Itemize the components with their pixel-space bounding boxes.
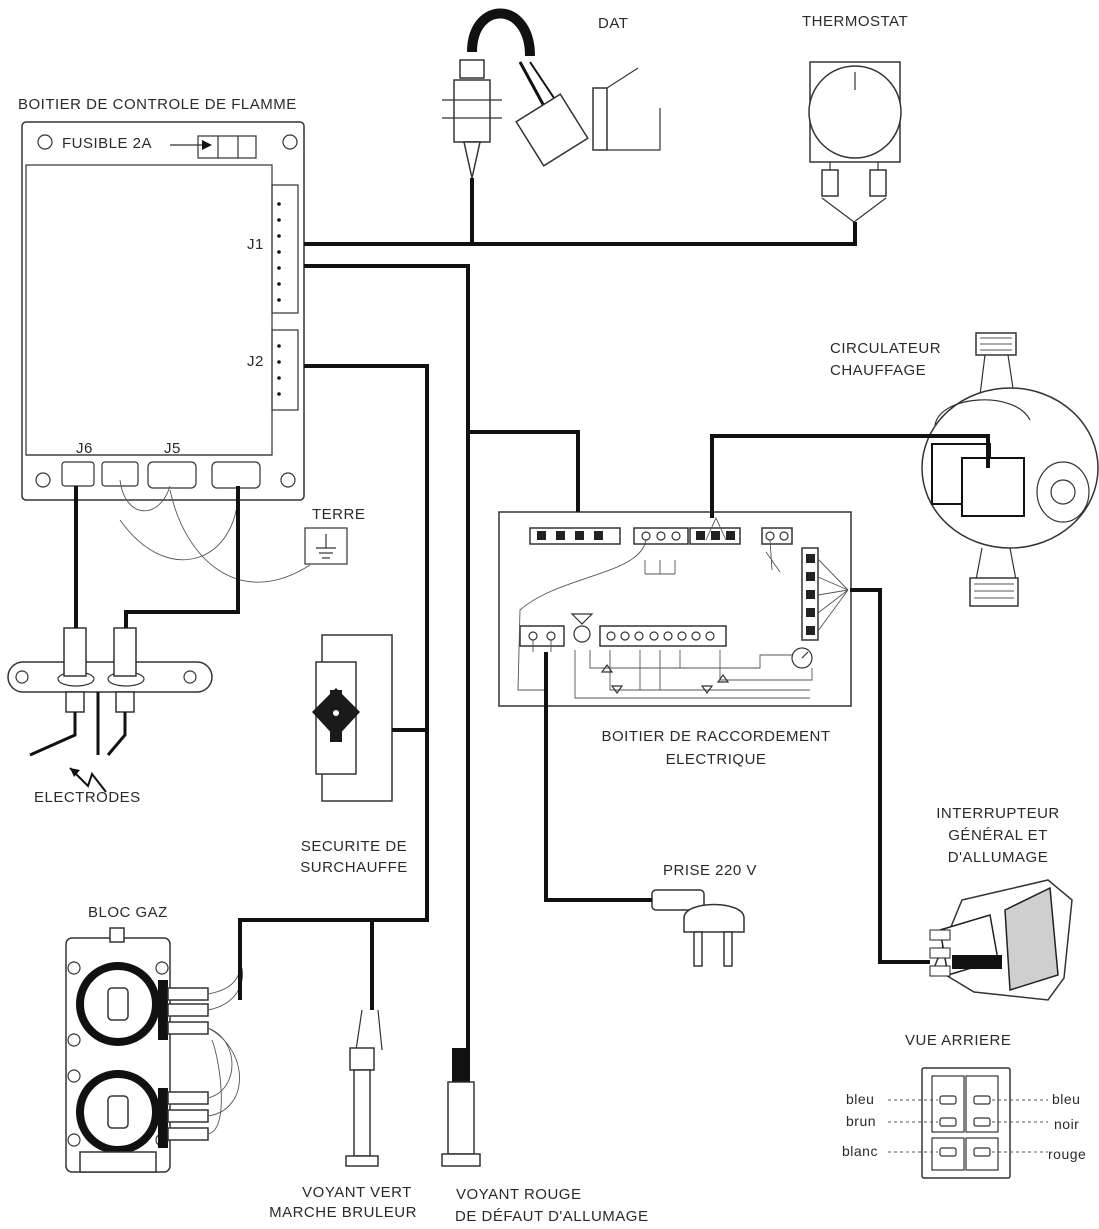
- connector-j2: [271, 329, 299, 411]
- terminal-left-3: blanc: [842, 1143, 878, 1159]
- switch-label-line3: D'ALLUMAGE: [947, 849, 1049, 866]
- main-switch: [929, 879, 1073, 1001]
- green-indicator-lamp: [345, 1009, 383, 1167]
- thermostat: [808, 61, 902, 223]
- rear-view-label: VUE ARRIERE: [905, 1032, 1012, 1049]
- terminal-right-3: rouge: [1048, 1146, 1087, 1162]
- red-lamp-label-line1: VOYANT ROUGE: [456, 1186, 582, 1203]
- overheat-label-line2: SURCHAUFFE: [300, 859, 408, 876]
- electrodes-label: ELECTRODES: [34, 789, 141, 806]
- circulator-pump: [921, 332, 1099, 607]
- wiring: [74, 178, 990, 1048]
- plug-label: PRISE 220 V: [663, 862, 757, 879]
- electrode-bar: [7, 627, 213, 793]
- junction-box-label-line1: BOITIER DE RACCORDEMENT: [601, 728, 831, 745]
- switch-label-line1: INTERRUPTEUR: [936, 805, 1060, 822]
- terminal-right-1: bleu: [1052, 1091, 1081, 1107]
- power-plug: [651, 889, 745, 967]
- j6-label: J6: [76, 440, 93, 457]
- connector-j1: [271, 184, 299, 314]
- overheat-safety: [312, 634, 393, 802]
- circulator-label-line2: CHAUFFAGE: [830, 362, 927, 379]
- gas-block-label: BLOC GAZ: [88, 904, 168, 921]
- terre-label: TERRE: [312, 506, 366, 523]
- terre-ground-terminal: [304, 527, 348, 565]
- green-lamp-label-line1: VOYANT VERT: [302, 1184, 412, 1201]
- switch-rear-view: [888, 1067, 1048, 1179]
- dat-sensor: [442, 8, 661, 179]
- j2-label: J2: [247, 353, 264, 370]
- red-indicator-lamp: [441, 1048, 481, 1167]
- junction-box-label-line2: ELECTRIQUE: [665, 751, 767, 768]
- connector-j5: [147, 461, 197, 489]
- green-lamp-label-line2: MARCHE BRULEUR: [269, 1204, 417, 1221]
- junction-box: [498, 511, 852, 707]
- circulator-label-line1: CIRCULATEUR: [830, 340, 942, 357]
- j5-label: J5: [164, 440, 181, 457]
- flame-box-label: BOITIER DE CONTROLE DE FLAMME: [18, 96, 297, 113]
- fuse-label: FUSIBLE 2A: [62, 135, 153, 152]
- dat-label: DAT: [598, 15, 629, 32]
- red-lamp-label-line2: DE DÉFAUT D'ALLUMAGE: [455, 1208, 649, 1225]
- j1-label: J1: [247, 236, 264, 253]
- thermostat-label: THERMOSTAT: [802, 13, 909, 30]
- switch-label-line2: GÉNÉRAL ET: [948, 827, 1048, 844]
- terminal-right-2: noir: [1054, 1116, 1080, 1132]
- overheat-label-line1: SECURITE DE: [300, 838, 408, 855]
- flame-control-box: [21, 121, 311, 583]
- terminal-left-1: bleu: [846, 1091, 875, 1107]
- gas-block: [65, 927, 243, 1173]
- terminal-left-2: brun: [846, 1113, 877, 1129]
- fuse: [197, 135, 257, 159]
